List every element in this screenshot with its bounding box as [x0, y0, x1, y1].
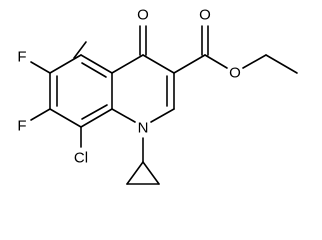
bond-c3-ester-c — [173, 54, 206, 74]
bond-ester-c-o-single — [204, 54, 228, 69]
fluorine-7-label: F — [17, 118, 26, 135]
ester-oxygen-label: O — [229, 65, 241, 82]
nitrogen-1-label: N — [138, 120, 149, 137]
fluorine-6-label: F — [17, 49, 26, 66]
bond-c5-c6b — [49, 54, 82, 74]
bond-ch2-ch3 — [265, 54, 298, 74]
bond-c2-n1 — [150, 108, 175, 123]
bond-c6-f — [30, 61, 51, 74]
bond-cyclopropyl-left — [126, 161, 144, 185]
ketone-oxygen-label: O — [137, 7, 149, 24]
bond-ester-o-ch2 — [242, 54, 267, 69]
bond-c8-c8a — [80, 108, 113, 128]
bond-c5-c6 — [73, 41, 87, 59]
bond-c7-c8 — [49, 108, 82, 128]
bond-c5-c4a-double — [81, 62, 107, 78]
chlorine-8-label: Cl — [74, 150, 88, 167]
bond-c4-c3 — [142, 54, 175, 74]
bond-c7-f — [30, 108, 51, 121]
bond-n1-c8a — [111, 108, 136, 123]
bond-c4a-c4 — [111, 54, 144, 74]
bond-c8-c8a-double — [81, 104, 108, 120]
ester-carbonyl-oxygen-label: O — [199, 7, 211, 24]
chemical-structure-diagram: O O O F F Cl N — [17, 7, 298, 185]
bond-cyclopropyl-right — [142, 161, 160, 185]
bond-c4a-c5 — [80, 54, 113, 74]
